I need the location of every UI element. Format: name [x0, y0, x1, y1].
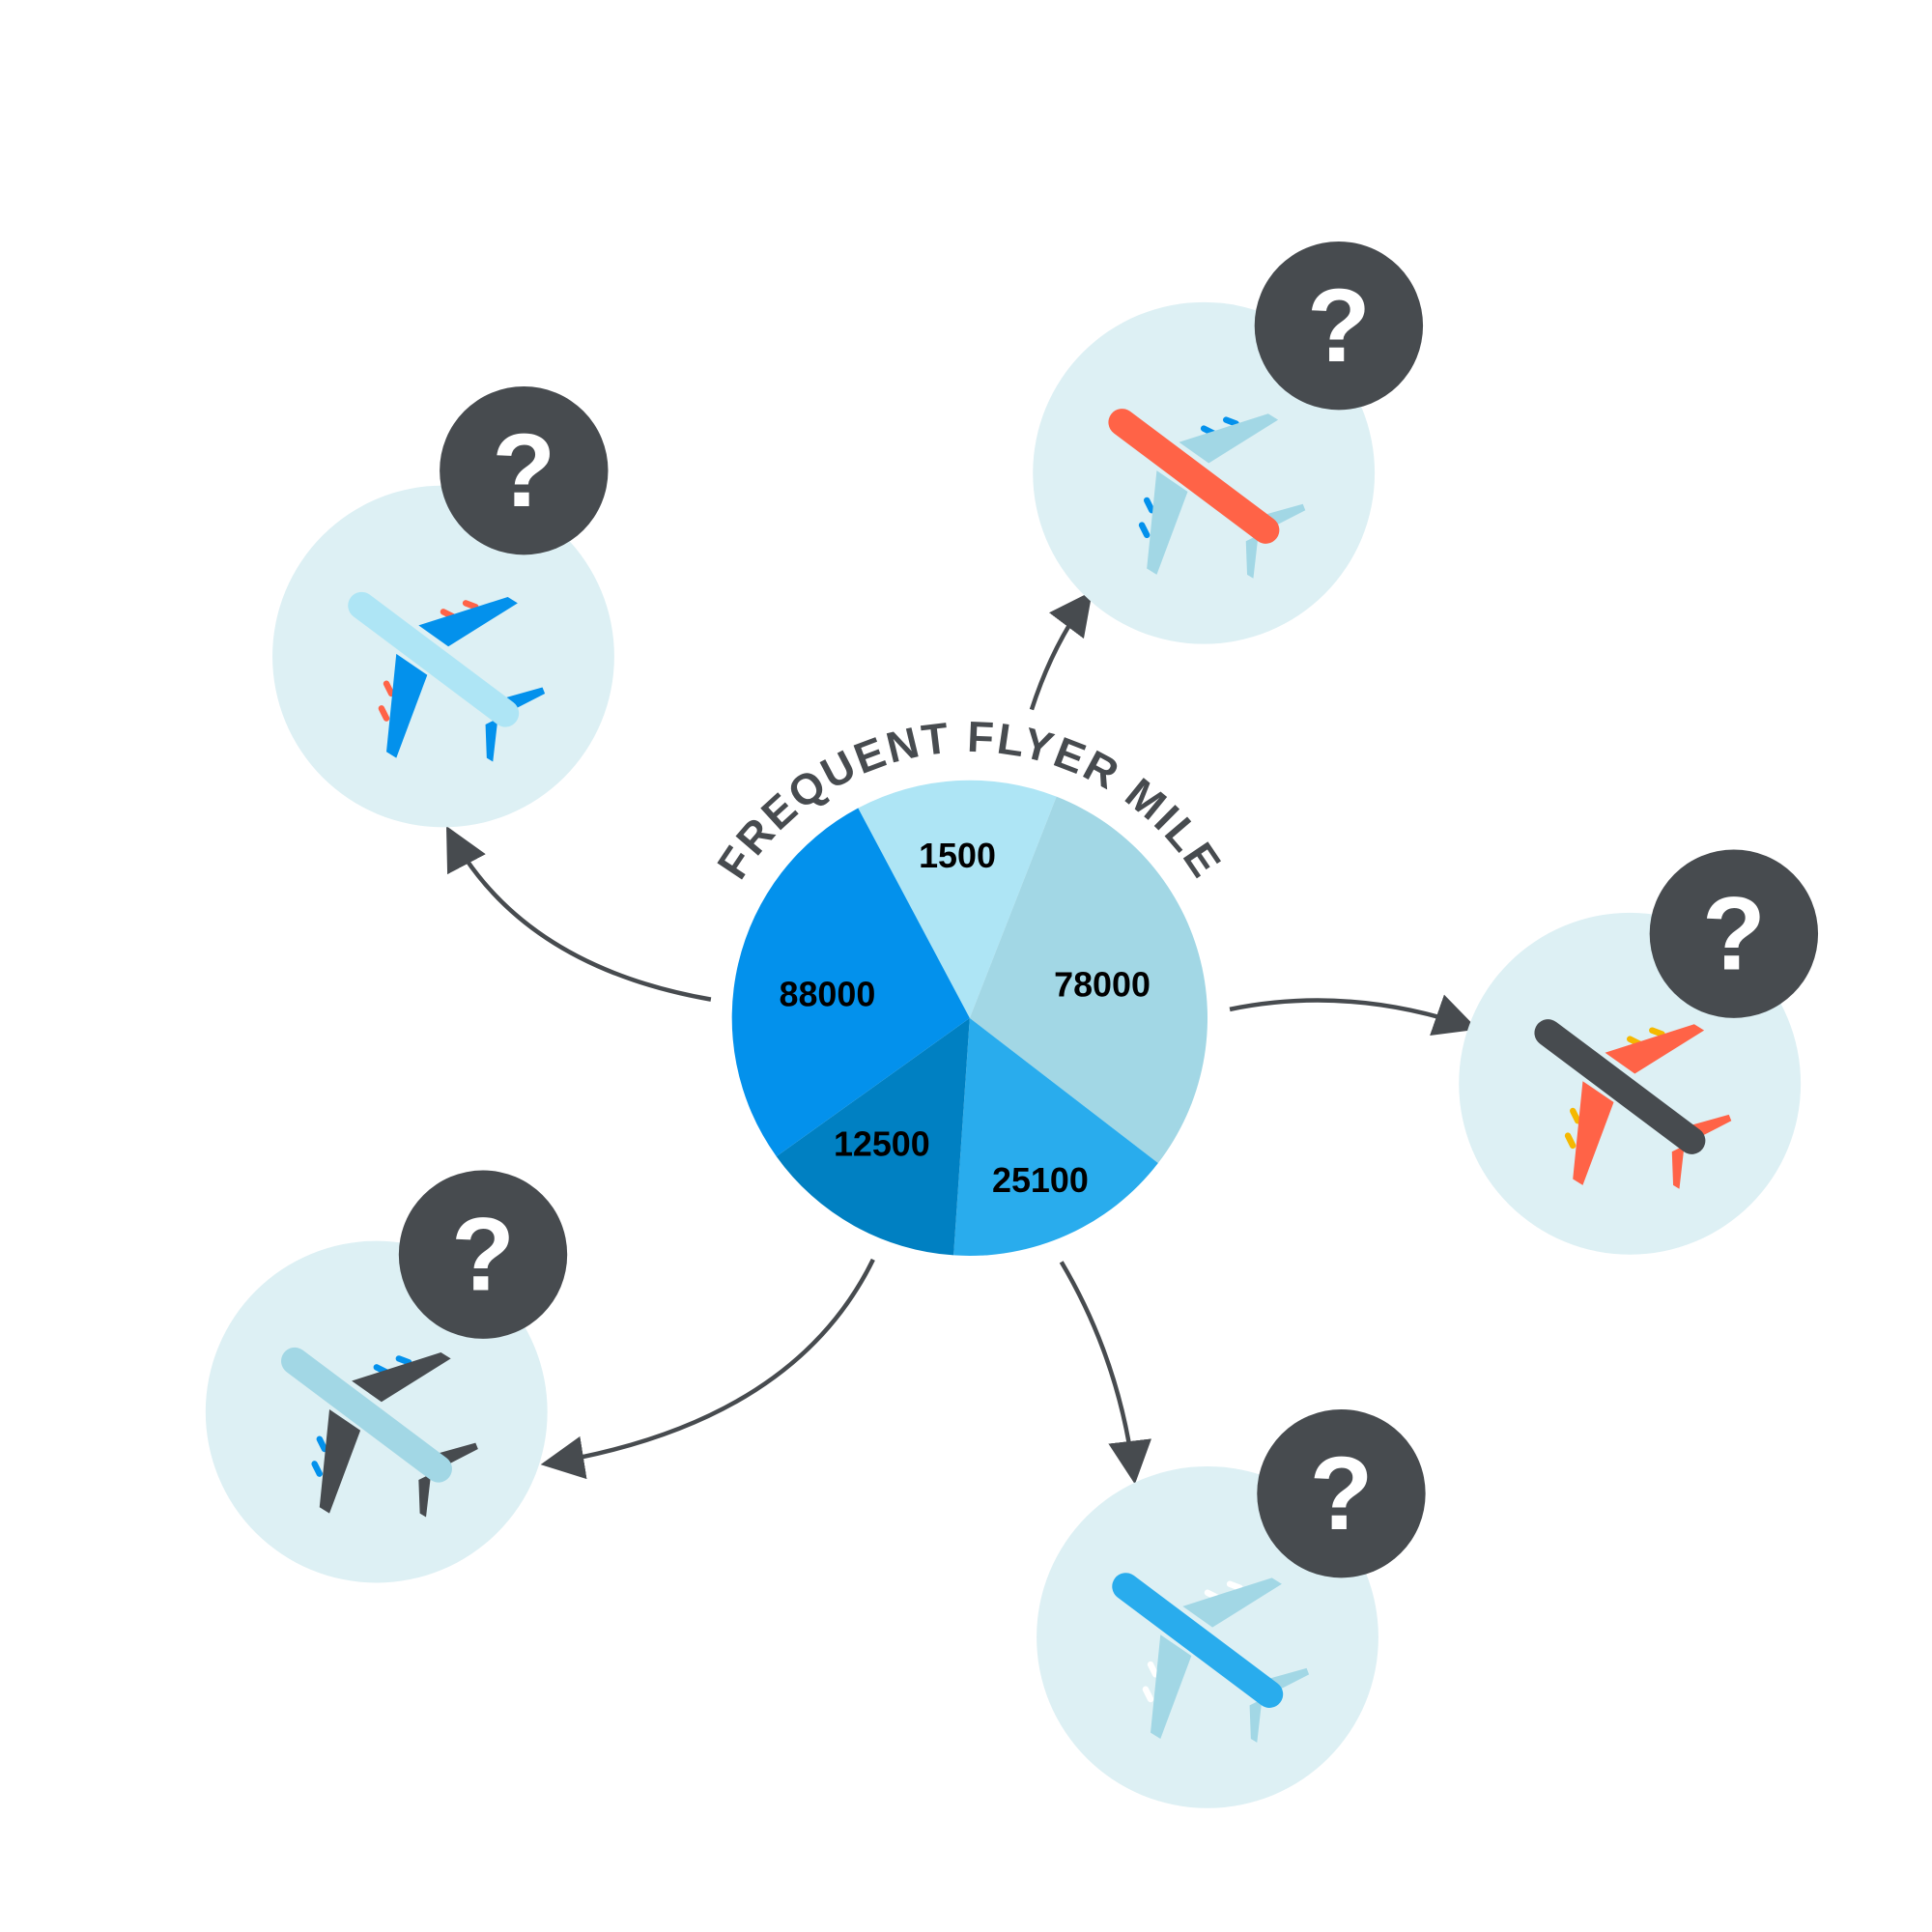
question-badge [1257, 1408, 1426, 1578]
question-badge [1254, 242, 1424, 411]
slice-value-label: 78000 [1054, 965, 1151, 1004]
slice-value-label: 1500 [919, 837, 996, 875]
destination-node-1: ? [272, 386, 614, 828]
slice-value-label: 25100 [992, 1161, 1089, 1200]
question-badge [398, 1170, 568, 1339]
question-mark-icon: ? [1702, 876, 1766, 992]
slice-value-label: 12500 [834, 1125, 930, 1164]
airplane-icon [1534, 1019, 1732, 1189]
destination-node-3: ? [1459, 849, 1819, 1255]
pie-slice-25100 [953, 1017, 1158, 1256]
pie-slice-88000 [731, 808, 970, 1157]
arrow-to-node-2 [1029, 590, 1093, 711]
question-mark-icon: ? [1310, 1435, 1374, 1551]
pie-slice-1500 [858, 780, 1057, 1018]
question-mark-icon: ? [1307, 268, 1371, 384]
arrow-to-node-3 [1229, 994, 1478, 1036]
airplane-icon [281, 1347, 478, 1518]
question-badge [440, 386, 609, 555]
destination-node-5: ? [1037, 1408, 1426, 1808]
arrow-to-node-5 [1059, 1261, 1151, 1485]
connector-arrows [446, 590, 1478, 1485]
arrow-to-node-1 [446, 826, 712, 1002]
pie-slice-12500 [776, 1017, 970, 1256]
slice-value-label: 88000 [780, 976, 876, 1014]
question-mark-icon: ? [451, 1197, 515, 1313]
pie-slice-78000 [969, 796, 1208, 1164]
question-mark-icon: ? [492, 412, 555, 528]
question-badge [1649, 849, 1819, 1018]
airplane-icon [1112, 1573, 1310, 1743]
airplane-icon [348, 591, 546, 762]
arrow-to-node-4 [540, 1258, 875, 1480]
destination-node-2: ? [1033, 242, 1424, 644]
pie-chart: 1500 78000 25100 12500 88000 [731, 780, 1208, 1256]
airplane-icon [1108, 409, 1306, 579]
destination-node-4: ? [205, 1170, 568, 1583]
destination-nodes: ????? [205, 242, 1819, 1808]
